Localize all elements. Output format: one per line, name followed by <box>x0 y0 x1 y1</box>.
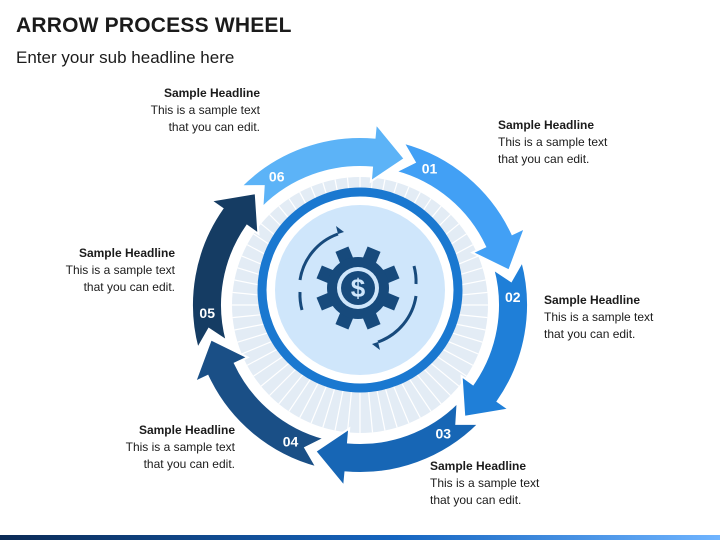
svg-text:$: $ <box>351 273 366 303</box>
arrow-segment-01 <box>392 141 527 272</box>
step-number-05: 05 <box>199 305 215 321</box>
step-03-headline: Sample Headline <box>430 459 527 473</box>
step-04-label: Sample Headline This is a sample text th… <box>90 422 235 473</box>
step-02-text-line2: that you can edit. <box>544 327 636 341</box>
arrow-segment-03 <box>313 400 482 489</box>
arrow-segment-06 <box>238 121 407 210</box>
step-02-label: Sample Headline This is a sample text th… <box>544 292 694 343</box>
dollar-gear-cycle-icon: $ <box>298 226 418 350</box>
step-05-text-line1: This is a sample text <box>65 263 175 277</box>
step-05-headline: Sample Headline <box>78 246 175 260</box>
step-06-text-line2: that you can edit. <box>168 120 260 134</box>
step-01-text-line1: This is a sample text <box>498 135 608 149</box>
page-title: ARROW PROCESS WHEEL <box>16 14 292 37</box>
step-03-label: Sample Headline This is a sample text th… <box>430 458 580 509</box>
step-06-label: Sample Headline This is a sample text th… <box>118 85 260 136</box>
page-subtitle: Enter your sub headline here <box>16 48 235 67</box>
footer-bar <box>0 535 720 540</box>
arrow-segment-05 <box>190 191 260 352</box>
arrow-segment-02 <box>460 258 530 419</box>
step-01-label: Sample Headline This is a sample text th… <box>498 117 648 168</box>
step-01-headline: Sample Headline <box>498 118 595 132</box>
arrow-segment-04 <box>193 338 328 469</box>
step-03-text-line2: that you can edit. <box>430 493 522 507</box>
step-number-06: 06 <box>269 169 285 185</box>
step-06-headline: Sample Headline <box>163 86 260 100</box>
step-05-text-line2: that you can edit. <box>83 280 175 294</box>
step-06-text-line1: This is a sample text <box>150 103 260 117</box>
step-number-01: 01 <box>422 161 438 177</box>
step-number-02: 02 <box>505 289 521 305</box>
step-05-label: Sample Headline This is a sample text th… <box>30 245 175 296</box>
step-04-text-line1: This is a sample text <box>125 440 235 454</box>
step-04-headline: Sample Headline <box>138 423 235 437</box>
arrow-segments: 01 02 03 04 05 06 <box>190 121 530 489</box>
step-01-text-line2: that you can edit. <box>498 152 590 166</box>
step-number-03: 03 <box>436 425 452 441</box>
step-number-04: 04 <box>283 433 299 449</box>
step-02-headline: Sample Headline <box>544 293 641 307</box>
step-04-text-line2: that you can edit. <box>143 457 235 471</box>
step-02-text-line1: This is a sample text <box>544 310 654 324</box>
step-03-text-line1: This is a sample text <box>430 476 540 490</box>
